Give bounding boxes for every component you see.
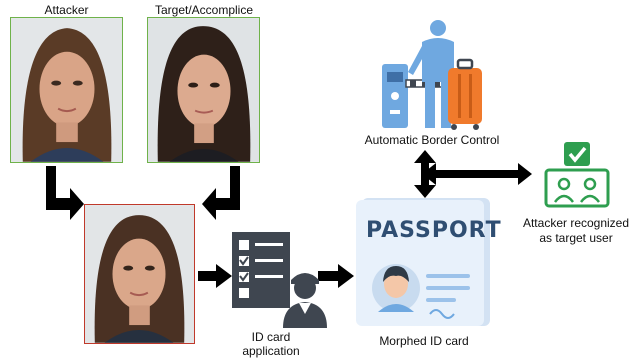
border-gate-traveler-icon: [378, 20, 488, 132]
attacker-photo: [10, 17, 123, 163]
recognized-label-line1: Attacker recognized: [522, 216, 630, 230]
id-application-label-line2: application: [242, 344, 300, 358]
morphed-face-photo: [84, 204, 195, 344]
passport-icon: [356, 196, 492, 328]
target-face-image: [148, 18, 259, 162]
border-control-label: Automatic Border Control: [364, 133, 500, 147]
face-verified-check-icon: [544, 140, 610, 208]
checklist-form-with-officer-icon: [229, 230, 329, 330]
arrow-application-to-idcard: [318, 264, 354, 288]
target-photo: [147, 17, 260, 163]
id-application-label-line1: ID card: [251, 330, 291, 344]
double-arrow-horizontal: [422, 163, 532, 185]
recognized-label-line2: as target user: [539, 231, 613, 245]
arrow-morph-to-application: [198, 264, 232, 288]
bent-arrow-attacker-to-morph: [42, 166, 86, 222]
morphed-id-card-label: Morphed ID card: [379, 334, 469, 348]
morphed-face-image: [85, 205, 194, 343]
passport-title: PASSPORT: [366, 218, 502, 243]
target-label: Target/Accomplice: [154, 3, 254, 17]
attacker-label: Attacker: [44, 3, 89, 17]
bent-arrow-target-to-morph: [200, 166, 244, 222]
attacker-face-image: [11, 18, 122, 162]
